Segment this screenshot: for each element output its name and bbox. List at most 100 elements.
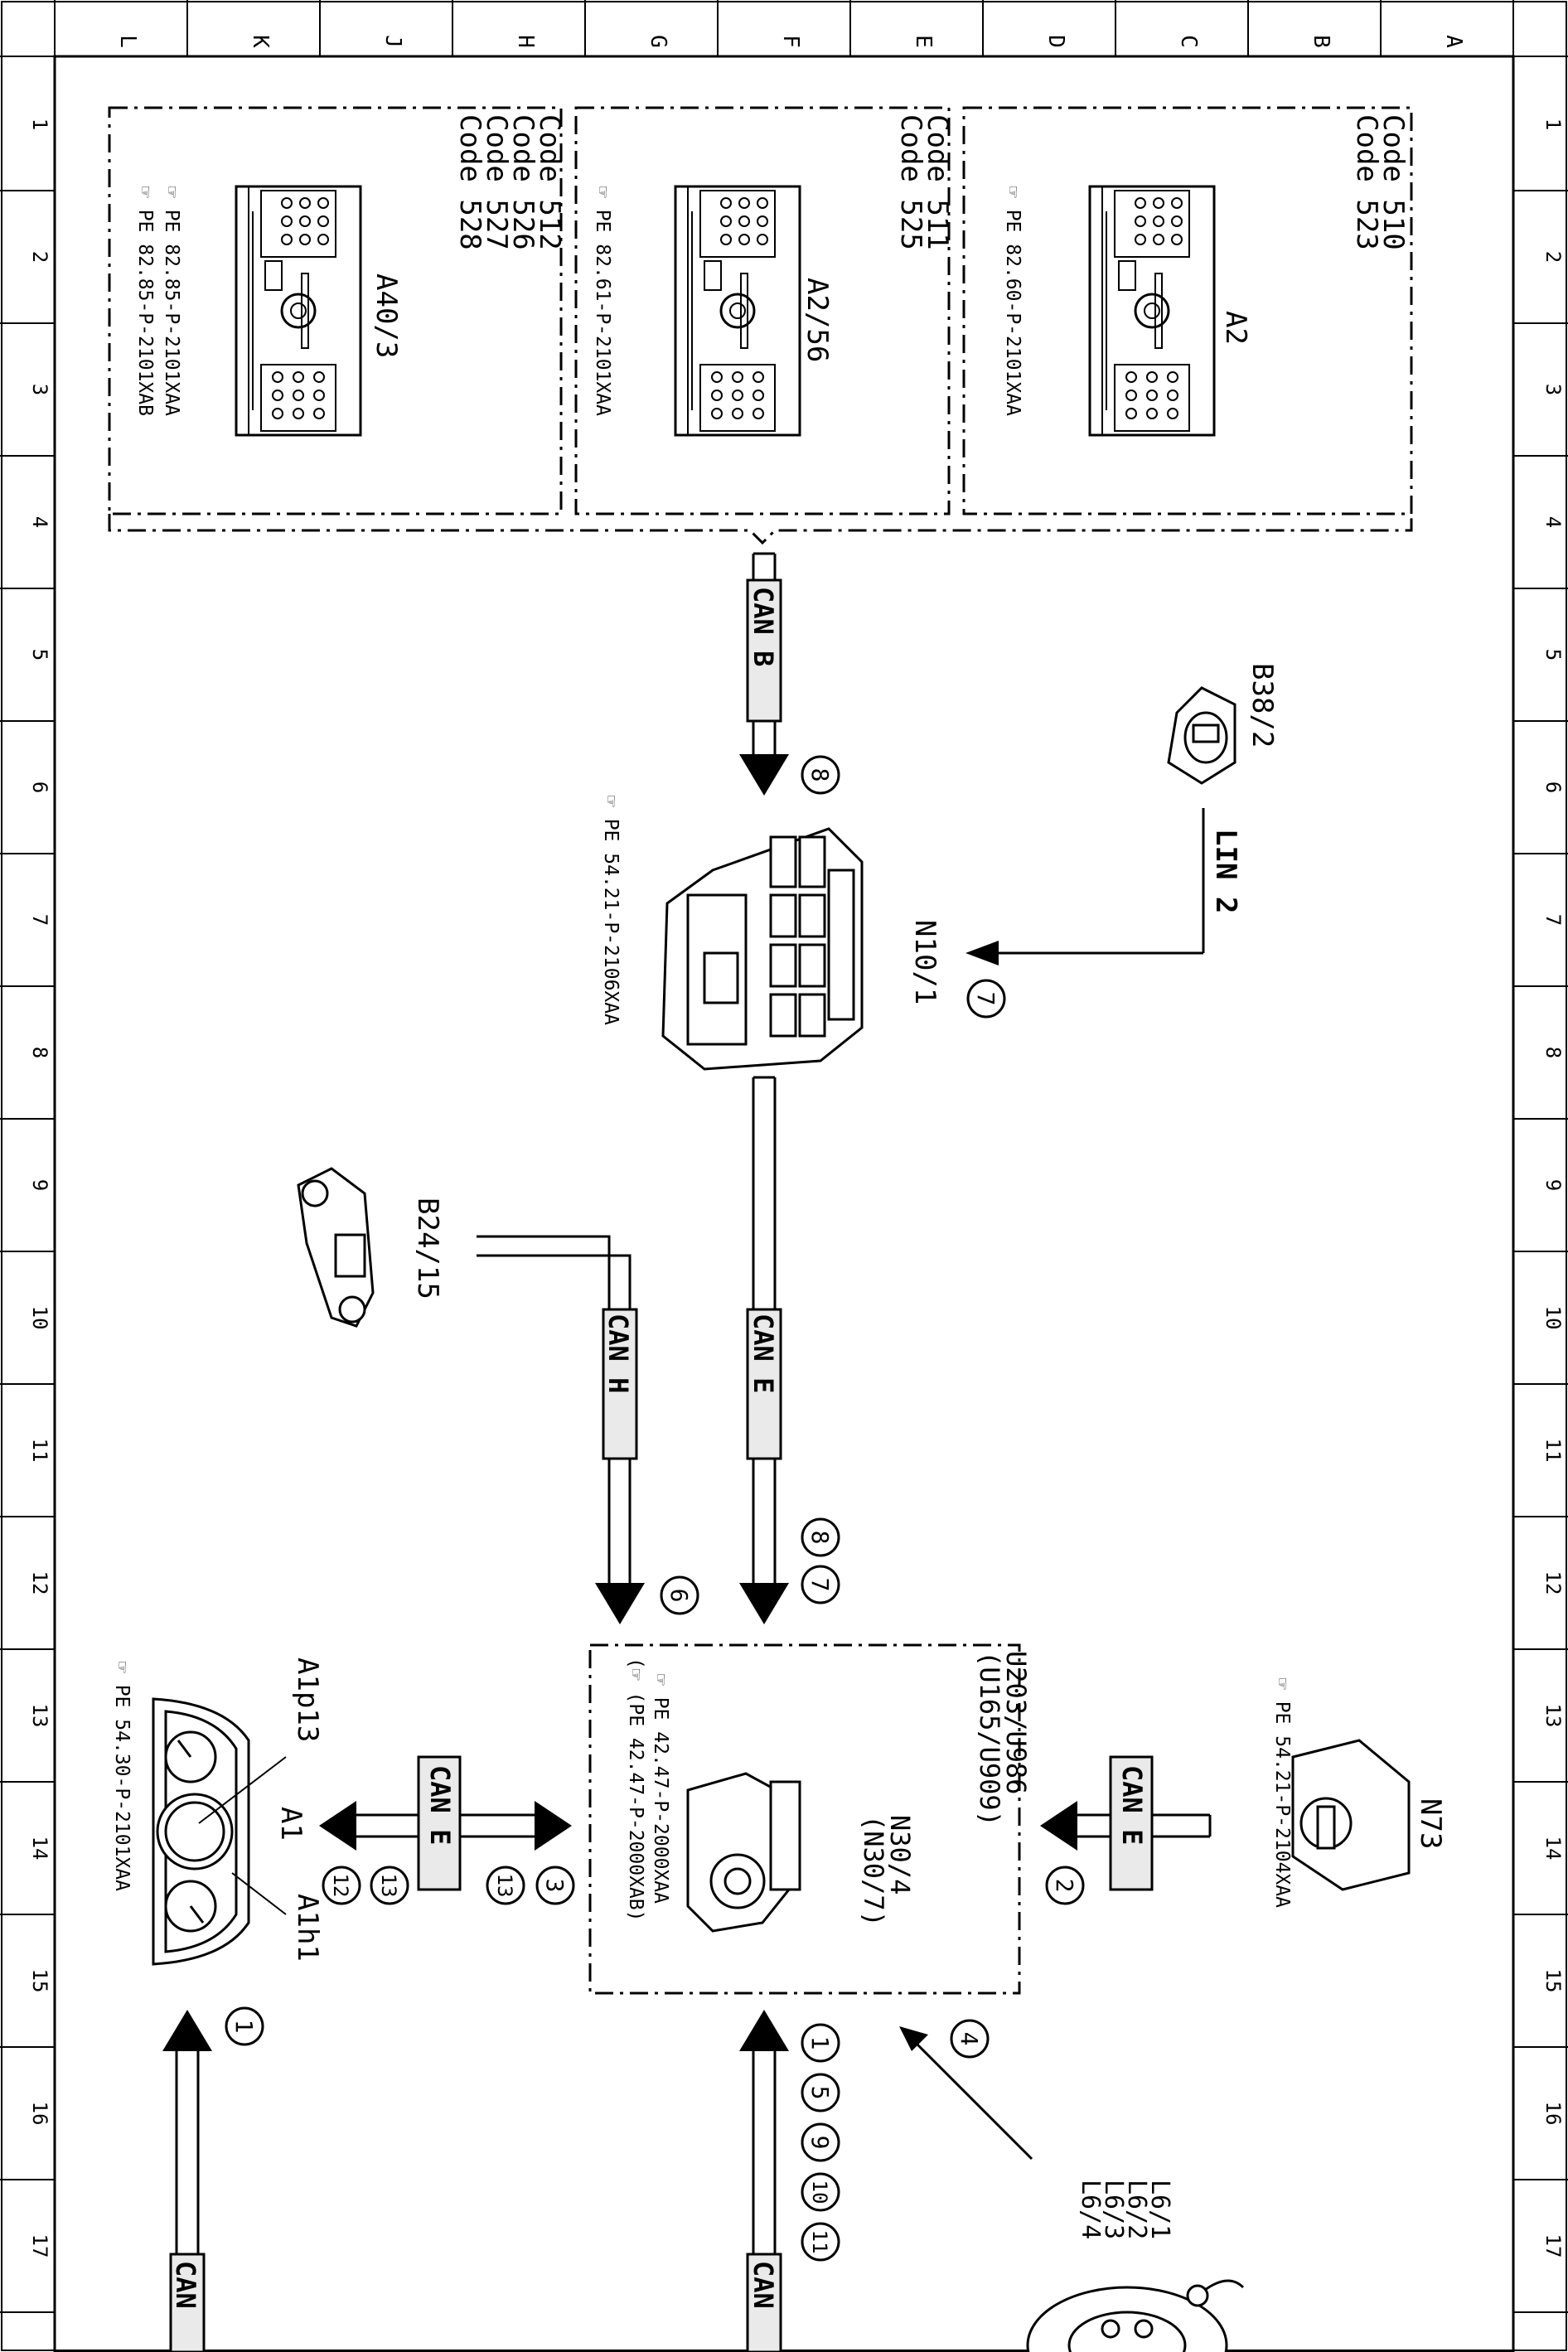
n73-ignition-switch bbox=[1291, 1739, 1411, 1891]
n30-4-line-1: U203/U986 bbox=[1000, 1651, 1032, 1794]
l6-wheel-sensor bbox=[1026, 2279, 1245, 2352]
a2-56-code-2: Code 525 bbox=[894, 114, 927, 250]
marker-9: 9 bbox=[801, 2122, 840, 2162]
row-label-d: D bbox=[1043, 35, 1068, 48]
svg-text:4: 4 bbox=[956, 2032, 983, 2046]
can-bottom-left-label: CAN bbox=[170, 2261, 201, 2309]
svg-text:8: 8 bbox=[806, 1531, 834, 1545]
row-label-l: L bbox=[115, 35, 140, 48]
svg-text:1: 1 bbox=[806, 2036, 834, 2050]
a2-name: A2 bbox=[1219, 311, 1252, 345]
marker-2: 2 bbox=[1045, 1866, 1085, 1905]
svg-text:13: 13 bbox=[493, 1874, 516, 1898]
a40-3-ref-1: ☞ PE 82.85-P-2101XAA bbox=[161, 186, 182, 416]
col-label-left-3: 3 bbox=[28, 384, 51, 395]
l6-name-3: L6/3 bbox=[1099, 2180, 1128, 2239]
svg-text:7: 7 bbox=[806, 1578, 834, 1592]
can-b-bus bbox=[739, 552, 789, 796]
marker-10: 10 bbox=[801, 2172, 840, 2212]
svg-text:6: 6 bbox=[665, 1589, 693, 1603]
col-label-left-2: 2 bbox=[28, 251, 51, 263]
a2-56-unit bbox=[674, 185, 801, 437]
n30-4-module bbox=[686, 1772, 801, 1933]
a2-56-name: A2/56 bbox=[801, 278, 834, 362]
col-label-right-16: 16 bbox=[1541, 2102, 1565, 2126]
col-label-right-3: 3 bbox=[1541, 384, 1565, 395]
svg-text:11: 11 bbox=[808, 2230, 831, 2254]
a40-3-code-2: Code 526 bbox=[506, 114, 540, 250]
a1-p13-label: A1p13 bbox=[291, 1658, 324, 1742]
col-label-left-15: 15 bbox=[28, 1969, 51, 1993]
marker-4: 4 bbox=[950, 2019, 990, 2059]
row-label-b: B bbox=[1309, 35, 1333, 48]
can-e-mid-label: CAN E bbox=[748, 1314, 779, 1393]
a1-ref: ☞ PE 54.30-P-2101XAA bbox=[111, 1662, 133, 1891]
col-label-left-12: 12 bbox=[28, 1571, 51, 1595]
col-label-left-17: 17 bbox=[28, 2234, 51, 2258]
a1-h1-label: A1h1 bbox=[291, 1894, 324, 1962]
svg-text:10: 10 bbox=[808, 2180, 831, 2204]
col-label-right-6: 6 bbox=[1541, 782, 1565, 793]
marker-3: 3 bbox=[535, 1866, 575, 1905]
l6-name-4: L6/4 bbox=[1076, 2180, 1105, 2239]
n73-ref: ☞ PE 54.21-P-2104XAA bbox=[1271, 1678, 1293, 1908]
col-label-right-9: 9 bbox=[1541, 1179, 1565, 1191]
svg-text:7: 7 bbox=[972, 992, 999, 1006]
col-label-left-5: 5 bbox=[28, 649, 51, 661]
marker-8-top: 8 bbox=[801, 755, 840, 795]
n10-1-ref: ☞ PE 54.21-P-2106XAA bbox=[600, 796, 622, 1025]
can-h-label: CAN H bbox=[603, 1314, 634, 1393]
l6-name-1: L6/1 bbox=[1145, 2180, 1174, 2239]
svg-text:3: 3 bbox=[541, 1879, 569, 1893]
n30-4-line-4: (N30/7) bbox=[858, 1815, 889, 1927]
n30-4-ref-2: (☞ (PE 42.47-P-2000XAB) bbox=[625, 1658, 646, 1922]
b38-2-name: B38/2 bbox=[1246, 663, 1279, 748]
row-label-c: C bbox=[1176, 35, 1201, 48]
n10-1-module bbox=[661, 827, 864, 1071]
col-label-left-10: 10 bbox=[28, 1306, 51, 1330]
marker-1a: 1 bbox=[801, 2023, 840, 2063]
marker-13b: 13 bbox=[370, 1866, 409, 1905]
col-label-right-15: 15 bbox=[1541, 1969, 1565, 1993]
marker-5: 5 bbox=[801, 2073, 840, 2112]
col-label-right-12: 12 bbox=[1541, 1571, 1565, 1595]
a40-3-name: A40/3 bbox=[370, 273, 403, 358]
a2-56-code-1: Code 511 bbox=[921, 114, 954, 250]
col-label-left-7: 7 bbox=[28, 914, 51, 926]
a1-instrument-cluster bbox=[152, 1697, 250, 1966]
svg-text:8: 8 bbox=[806, 768, 834, 782]
n73-name: N73 bbox=[1414, 1798, 1447, 1849]
svg-text:12: 12 bbox=[329, 1874, 352, 1898]
svg-text:1: 1 bbox=[230, 2020, 258, 2034]
row-label-f: F bbox=[778, 35, 803, 48]
svg-text:9: 9 bbox=[806, 2136, 834, 2150]
row-label-a: A bbox=[1441, 35, 1466, 48]
a40-3-code-4: Code 528 bbox=[453, 114, 486, 250]
col-label-left-1: 1 bbox=[28, 119, 51, 130]
col-label-right-7: 7 bbox=[1541, 914, 1565, 926]
col-label-right-1: 1 bbox=[1541, 119, 1565, 130]
marker-6: 6 bbox=[660, 1575, 699, 1615]
col-label-left-14: 14 bbox=[28, 1837, 51, 1861]
can-bottom-right-label: CAN bbox=[748, 2261, 779, 2309]
can-h-bus bbox=[477, 1235, 645, 1624]
marker-13a: 13 bbox=[486, 1866, 525, 1905]
col-label-right-10: 10 bbox=[1541, 1306, 1565, 1330]
row-label-strip bbox=[54, 0, 1568, 57]
can-bottom-left-bus bbox=[162, 2010, 212, 2352]
col-label-right-11: 11 bbox=[1541, 1439, 1565, 1463]
col-label-left-13: 13 bbox=[28, 1704, 51, 1728]
row-label-g: G bbox=[646, 35, 670, 48]
can-e-n73-bus bbox=[1040, 1755, 1212, 1891]
a2-ref: ☞ PE 82.60-P-2101XAA bbox=[1002, 186, 1024, 416]
row-label-k: K bbox=[248, 35, 273, 48]
a40-3-labels: Code 512 Code 526 Code 527 Code 528 A40/… bbox=[370, 114, 566, 358]
n30-4-line-3: N30/4 bbox=[884, 1815, 916, 1895]
col-label-left-4: 4 bbox=[28, 516, 51, 528]
n10-1-name: N10/1 bbox=[908, 920, 941, 1004]
marker-8-mid: 8 bbox=[801, 1517, 840, 1557]
n30-4-box bbox=[588, 1643, 1021, 1995]
col-label-right-4: 4 bbox=[1541, 516, 1565, 528]
b38-2-sensor bbox=[1167, 686, 1236, 785]
